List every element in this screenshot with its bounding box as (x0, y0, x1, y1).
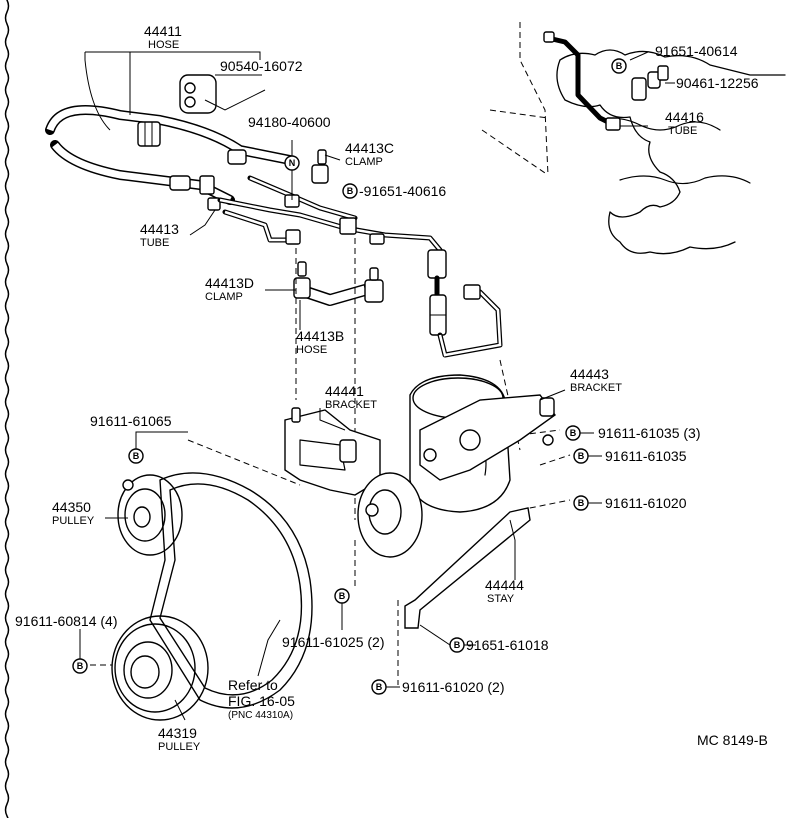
bolt-marker-letter: B (578, 451, 585, 461)
label-90540-number: 90540-16072 (220, 58, 303, 74)
label-44444-name: STAY (487, 593, 515, 605)
bracket-44443-drawing (419, 394, 556, 481)
label-91651-61018-number: 91651-61018 (466, 637, 549, 653)
label-44441-number: 44441 (325, 383, 364, 399)
diagram-code: MC 8149-B (697, 732, 768, 748)
engine-block-drawing (481, 22, 786, 255)
label-44443-name: BRACKET (570, 382, 622, 394)
bolt-marker-letter: B (454, 640, 461, 650)
label-94180-number: 94180-40600 (248, 114, 331, 130)
label-91611-60814-number: 91611-60814 (4) (15, 613, 117, 629)
label-44413-number: 44413 (140, 221, 179, 237)
bolt-marker-letter: B (339, 591, 346, 601)
label-44416-name: TUBE (668, 125, 697, 137)
bolt-marker-icon: B (573, 495, 589, 511)
label-44413-name: TUBE (140, 237, 169, 249)
reference-line-1: Refer to (228, 677, 278, 693)
label-44413d-name: CLAMP (205, 291, 243, 303)
label-44319-name: PULLEY (158, 741, 201, 753)
bolt-marker-letter: B (347, 186, 354, 196)
label-44413b-number: 44413B (296, 328, 344, 344)
bolt-marker-icon: B (565, 425, 581, 441)
tube-44413-drawing (217, 175, 443, 253)
label-44350-number: 44350 (52, 499, 91, 515)
label-91611-61065-number: 91611-61065 (90, 413, 172, 429)
pulley-44319-drawing (111, 615, 209, 721)
label-44413c-name: CLAMP (345, 156, 383, 168)
reference-line-2: FIG. 16-05 (228, 693, 295, 709)
bolt-marker-letter: B (133, 451, 140, 461)
label-44319-number: 44319 (158, 725, 197, 741)
label-44413b-name: HOSE (296, 344, 327, 356)
nut-marker-letter: N (289, 158, 296, 168)
label-44413d-number: 44413D (205, 275, 254, 291)
pressure-tube-drawing (427, 249, 503, 358)
label-91611-61020-number: 91611-61020 (605, 495, 687, 511)
leader-lines (79, 51, 675, 721)
hose-44411-drawing (45, 105, 295, 211)
bolt-marker-letter: B (570, 428, 577, 438)
label-91651-40614-number: 91651-40614 (655, 43, 738, 59)
bracket-44441-drawing (284, 407, 381, 496)
bolt-marker-letter: B (616, 61, 623, 71)
label-44411-number: 44411 (144, 23, 182, 39)
label-44413c-number: 44413C (345, 140, 394, 156)
drive-belt-drawing (149, 472, 313, 709)
bolt-marker-icon: B (573, 448, 589, 464)
hose-44413b-drawing (293, 261, 384, 306)
bolt-marker-icon: B (128, 448, 144, 464)
label-44411-name: HOSE (148, 39, 179, 51)
label-44441-name: BRACKET (325, 399, 377, 411)
left-border (4, 0, 10, 818)
nut-marker-icon: N (284, 155, 300, 171)
tube-44416-drawing (543, 31, 669, 131)
label-91611-61035-number: 91611-61035 (605, 448, 687, 464)
reference-line-3: (PNC 44310A) (228, 710, 293, 721)
label-91651-40616-number: -91651-40616 (359, 183, 446, 199)
stay-44444-drawing (404, 507, 531, 629)
label-44350-name: PULLEY (52, 515, 95, 527)
bolt-marker-icon: B (449, 637, 465, 653)
label-91611-61025-number: 91611-61025 (2) (282, 634, 384, 650)
bolt-marker-icon: B (72, 658, 88, 674)
bolt-marker-letter: B (578, 498, 585, 508)
bolt-marker-icon: B (611, 58, 627, 74)
label-44443-number: 44443 (570, 366, 609, 382)
label-91611-61035-3-number: 91611-61035 (3) (598, 425, 700, 441)
bolt-marker-icon: B (334, 588, 350, 604)
label-91611-61020-2-number: 91611-61020 (2) (402, 679, 504, 695)
bolt-marker-letter: B (376, 682, 383, 692)
label-90461-number: 90461-12256 (676, 75, 759, 91)
pulley-44350-drawing (117, 474, 183, 556)
bolt-marker-icon: B (342, 183, 358, 199)
label-44444-number: 44444 (485, 577, 524, 593)
grommet-90540-drawing (179, 74, 217, 114)
label-44416-number: 44416 (665, 109, 704, 125)
bolt-marker-letter: B (77, 661, 84, 671)
clamp-44413c-drawing (311, 149, 329, 184)
bolt-marker-icon: B (371, 679, 387, 695)
